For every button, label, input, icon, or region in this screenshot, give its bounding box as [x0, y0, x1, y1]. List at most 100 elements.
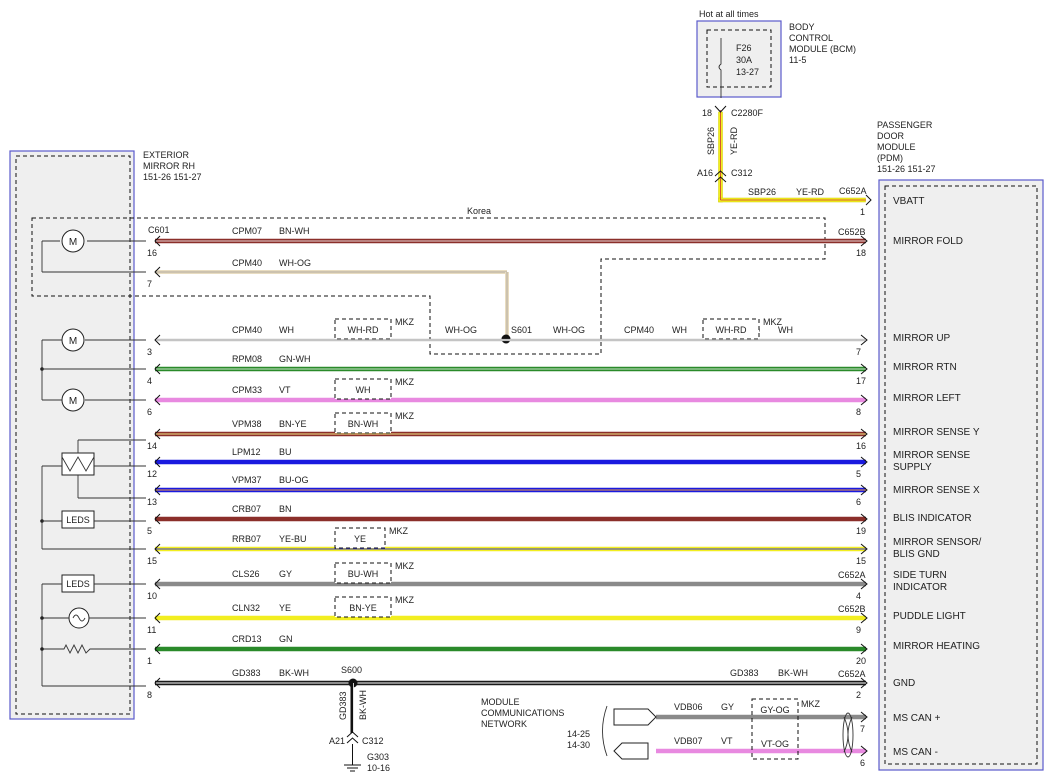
alt-label-2-box — [334, 318, 392, 340]
circuit-label-5: VPM38 — [232, 419, 262, 429]
color-label-6: BU — [279, 447, 292, 457]
bcm-name-3: MODULE (BCM) — [789, 44, 856, 54]
svg-text:M: M — [69, 237, 77, 248]
circuit-label-15: VDB07 — [674, 736, 703, 746]
ground-circuit: GD383 — [338, 691, 348, 720]
color-r-13: BK-WH — [778, 668, 808, 678]
splice-s600-label: S600 — [341, 665, 362, 675]
fold-motor-icon — [61, 229, 85, 253]
bcm-name-2: CONTROL — [789, 33, 833, 43]
alt-label-4-box — [334, 378, 392, 400]
bcm-pin: 18 — [702, 108, 712, 118]
color-r-2: WH — [778, 325, 793, 335]
bcm-ref: 11-5 — [789, 55, 806, 65]
pdm-pin-4: 8 — [856, 407, 861, 417]
color-label-11: YE — [279, 603, 291, 613]
pdm-label-13: GND — [893, 678, 915, 689]
mirror-pin-3: 4 — [147, 376, 152, 386]
pdm-label-4: MIRROR LEFT — [893, 393, 961, 404]
pdm-conn-13: C652A — [838, 669, 866, 679]
mirror-pin-8: 5 — [147, 526, 152, 536]
pdm-label-9-b: BLIS GND — [893, 549, 940, 560]
pdm-pin-15: 6 — [860, 758, 865, 768]
bcm-box[interactable] — [696, 20, 782, 98]
color-label-0: BN-WH — [279, 226, 310, 236]
bcm-name-1: BODY — [789, 22, 815, 32]
pdm-label-2: MIRROR UP — [893, 333, 951, 344]
pdm-label-6-b: SUPPLY — [893, 462, 932, 473]
mirror-conn: C601 — [148, 225, 170, 235]
mirror-pin-12: 1 — [147, 656, 152, 666]
twisted-pair-icon — [843, 716, 853, 753]
mcn-line-1: MODULE — [481, 697, 520, 707]
color-label-1: WH-OG — [279, 258, 311, 268]
mirror-pin-4: 6 — [147, 407, 152, 417]
pdm-label-vbatt: VBATT — [893, 196, 924, 207]
pdm-label-9-a: MIRROR SENSOR/ — [893, 537, 982, 548]
circuit-label-3: RPM08 — [232, 354, 262, 364]
blis-leds-icon — [61, 510, 95, 529]
color-label-14: GY — [721, 702, 734, 712]
mirror-pin-7: 13 — [147, 497, 157, 507]
pdm-label-3: MIRROR RTN — [893, 362, 957, 373]
pdm-label-12: MIRROR HEATING — [893, 641, 980, 652]
pdm-label-0: MIRROR FOLD — [893, 236, 963, 247]
pdm-conn-11: C652B — [838, 604, 866, 614]
mirror-pin-6: 12 — [147, 469, 157, 479]
fuse-name: F26 — [736, 43, 752, 53]
ground-color: BK-WH — [358, 690, 368, 720]
pdm-pin-0: 18 — [856, 248, 866, 258]
feed-conn-2: C652A — [839, 186, 867, 196]
turn-leds-icon — [61, 574, 95, 593]
color-label-8: BN — [279, 504, 292, 514]
pdm-pin-7: 6 — [856, 497, 861, 507]
circuit-label-11: CLN32 — [232, 603, 260, 613]
mid-label-2b: WH-OG — [553, 325, 585, 335]
alt-label-10: BU-WH — [348, 569, 379, 579]
color-label-12: GN — [279, 634, 293, 644]
mirror-heater-icon — [42, 643, 146, 655]
mirror-name-2: MIRROR RH — [143, 161, 195, 171]
feed-circuit-2: SBP26 — [748, 187, 776, 197]
can-plus-arrow-icon — [613, 708, 657, 726]
ground-gnd: G303 — [367, 752, 389, 762]
pdm-label-10-b: INDICATOR — [893, 582, 947, 593]
circuit-label-14: VDB06 — [674, 702, 703, 712]
pdm-box[interactable] — [878, 179, 1044, 771]
mirror-pin-9: 15 — [147, 556, 157, 566]
mirror-refs: 151-26 151-27 — [143, 172, 202, 182]
feed-inline-pin: A16 — [697, 168, 713, 178]
color-label-5: BN-YE — [279, 419, 307, 429]
color-label-3: GN-WH — [279, 354, 311, 364]
c312-chevron-icon — [714, 170, 727, 177]
pdm-label-10-a: SIDE TURN — [893, 570, 947, 581]
pdm-pin-12: 20 — [856, 656, 866, 666]
circuit-label-12: CRD13 — [232, 634, 262, 644]
can-alt-box — [751, 698, 799, 760]
pdm-label-15: MS CAN - — [893, 747, 938, 758]
pdm-label-8: BLIS INDICATOR — [893, 513, 972, 524]
alt-label-9-box — [334, 527, 386, 549]
mcn-line-3: NETWORK — [481, 719, 527, 729]
circuit-label-9: RRB07 — [232, 534, 261, 544]
pdm-pin-3: 17 — [856, 376, 866, 386]
pdm-conn-0: C652B — [838, 227, 866, 237]
mirror-pin-10: 10 — [147, 591, 157, 601]
circuit-label-8: CRB07 — [232, 504, 261, 514]
alt-label-2-mkz: MKZ — [395, 317, 415, 327]
mcn-ref-1: 14-25 — [567, 729, 590, 739]
feed-inline-conn: C312 — [731, 168, 753, 178]
feed-color: YE-RD — [729, 126, 739, 155]
fuse-amp: 30A — [736, 55, 752, 65]
pdm-pin-6: 5 — [856, 469, 861, 479]
splice-s601-label: S601 — [511, 325, 532, 335]
circuit-label-2: CPM40 — [232, 325, 262, 335]
alt-label-11-mkz: MKZ — [395, 595, 415, 605]
pdm-label-14: MS CAN + — [893, 713, 941, 724]
korea-label: Korea — [467, 206, 491, 216]
circuit-label-4: CPM33 — [232, 385, 262, 395]
pdm-name-3: MODULE — [877, 142, 916, 152]
mid-label-2a: WH-OG — [445, 325, 477, 335]
